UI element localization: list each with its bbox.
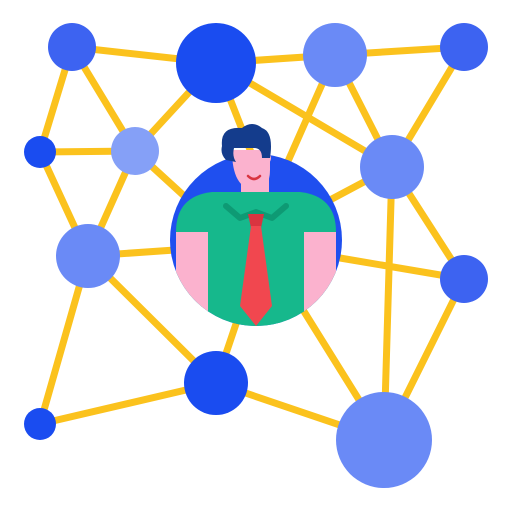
- network-node: [48, 23, 96, 71]
- tie-knot-icon: [248, 214, 264, 228]
- network-node: [176, 23, 256, 103]
- network-node: [56, 224, 120, 288]
- network-node: [336, 392, 432, 488]
- person-left-arm: [176, 232, 208, 326]
- tie-icon: [240, 226, 272, 326]
- network-node: [24, 136, 56, 168]
- network-node: [24, 408, 56, 440]
- person-head: [221, 124, 271, 190]
- person-hair: [221, 124, 271, 162]
- network-node: [303, 23, 367, 87]
- network-node: [111, 127, 159, 175]
- network-node: [360, 135, 424, 199]
- person-avatar: [170, 124, 342, 326]
- network-node: [440, 255, 488, 303]
- network-node: [184, 351, 248, 415]
- person-collar: [223, 203, 289, 221]
- network-nodes: [24, 23, 488, 488]
- person-smile: [246, 174, 262, 181]
- network-node: [440, 23, 488, 71]
